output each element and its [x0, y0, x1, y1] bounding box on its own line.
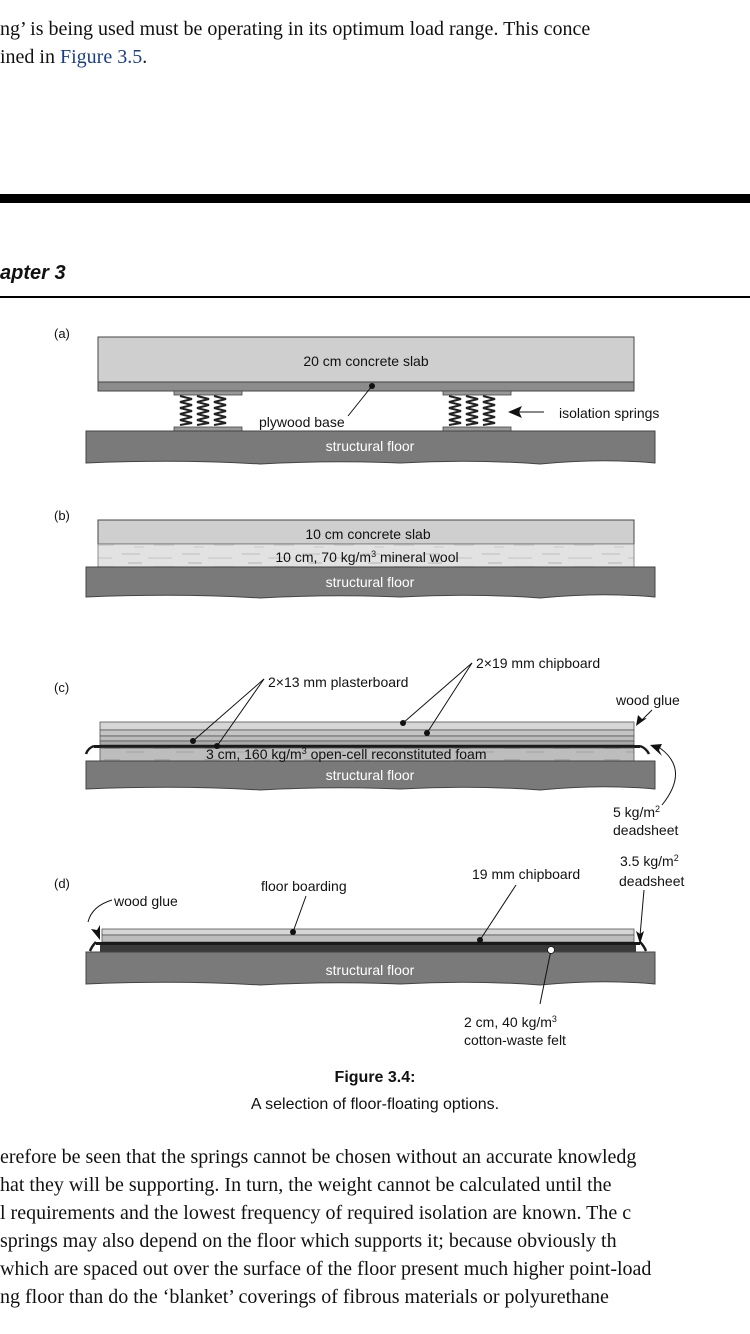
page-break-rule	[0, 194, 750, 203]
label-deadsheet-d-word: deadsheet	[619, 873, 685, 889]
chipboard-layer-d	[101, 934, 635, 943]
body-text-line: ined in Figure 3.5.	[0, 43, 750, 71]
body-text-line: hat they will be supporting. In turn, th…	[0, 1174, 612, 1196]
label-chipboard-d: 19 mm chipboard	[472, 866, 580, 882]
label-structural-floor-d: structural floor	[326, 962, 415, 978]
label-deadsheet-d-weight: 3.5 kg/m2	[620, 853, 679, 869]
deadsheet-layer-d	[96, 942, 640, 945]
panel-c-diagram	[84, 662, 676, 806]
label-wood-glue-d: wood glue	[113, 893, 178, 909]
panel-label-a: (a)	[54, 326, 70, 341]
running-header: apter 3	[0, 262, 66, 284]
floor-boarding-layer	[101, 928, 635, 936]
label-deadsheet-c-word: deadsheet	[613, 822, 679, 838]
panel-d-diagram	[85, 884, 656, 1005]
figure-reference-link[interactable]: Figure 3.5	[60, 46, 143, 68]
isolation-spring-left	[173, 390, 243, 432]
body-text-fragment: .	[142, 46, 148, 68]
body-text-line: l requirements and the lowest frequency …	[0, 1202, 632, 1224]
body-text-line: which are spaced out over the surface of…	[0, 1258, 652, 1280]
label-foam: 3 cm, 160 kg/m3 open-cell reconstituted …	[206, 746, 486, 762]
label-wood-glue-c: wood glue	[615, 692, 680, 708]
panel-label-b: (b)	[54, 508, 70, 523]
figure-caption-text: A selection of floor-floating options.	[250, 1096, 500, 1113]
figure-caption-title: Figure 3.4:	[334, 1069, 416, 1086]
body-text-fragment: ined in	[0, 46, 60, 68]
label-structural-floor-b: structural floor	[326, 574, 415, 590]
label-deadsheet-c-weight: 5 kg/m2	[613, 804, 660, 820]
chipboard-layer-c2	[99, 729, 635, 737]
header-rule	[0, 296, 750, 298]
body-text-line: ng’ is being used must be operating in i…	[0, 18, 591, 40]
label-felt-weight: 2 cm, 40 kg/m3	[464, 1014, 557, 1030]
chipboard-layer-c1	[99, 721, 635, 731]
label-felt-word: cotton-waste felt	[464, 1032, 566, 1048]
plasterboard-layer-c2	[99, 740, 635, 746]
label-floor-boarding: floor boarding	[261, 878, 347, 894]
panel-label-d: (d)	[54, 876, 70, 891]
plasterboard-layer-c1	[99, 735, 635, 742]
panel-label-c: (c)	[54, 680, 70, 695]
concrete-slab-a	[97, 336, 635, 383]
plywood-base-a	[97, 381, 635, 392]
label-isolation-springs: isolation springs	[559, 405, 659, 421]
panel-a-diagram	[85, 336, 656, 465]
isolation-spring-right	[442, 390, 512, 432]
label-structural-floor-c: structural floor	[326, 767, 415, 783]
label-plasterboard: 2×13 mm plasterboard	[268, 674, 408, 690]
body-text-line: ng floor than do the ‘blanket’ coverings…	[0, 1286, 609, 1308]
label-mineral-wool: 10 cm, 70 kg/m3 mineral wool	[275, 549, 458, 565]
structural-floor-d	[85, 951, 656, 986]
deadsheet-layer-c	[94, 745, 640, 748]
structural-floor-c	[85, 760, 656, 791]
body-text-line: springs may also depend on the floor whi…	[0, 1230, 617, 1252]
label-plywood-base: plywood base	[259, 414, 345, 430]
label-20cm-slab: 20 cm concrete slab	[303, 353, 428, 369]
felt-layer	[100, 945, 636, 952]
panel-b-diagram	[85, 519, 656, 599]
label-structural-floor-a: structural floor	[326, 438, 415, 454]
label-chipboard-c: 2×19 mm chipboard	[476, 655, 600, 671]
structural-floor-a	[85, 430, 656, 465]
body-text-line: erefore be seen that the springs cannot …	[0, 1146, 637, 1168]
label-10cm-slab: 10 cm concrete slab	[305, 526, 430, 542]
structural-floor-b	[85, 566, 656, 599]
